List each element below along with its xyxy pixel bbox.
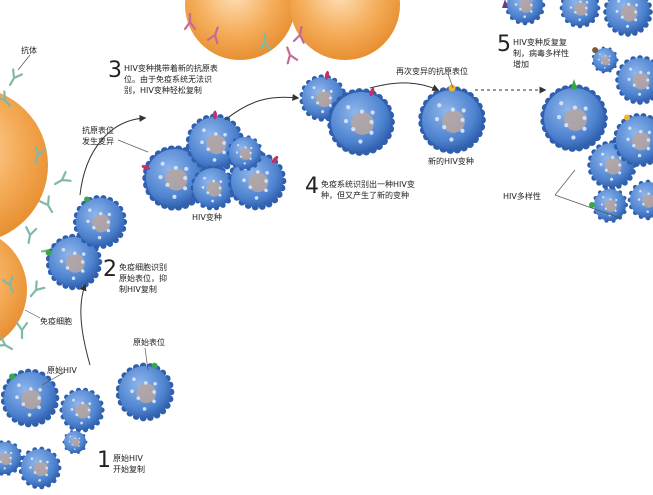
hiv-virus — [0, 440, 24, 476]
step-1: 1 原始HIV 开始复制 — [97, 450, 145, 475]
label-antibody: 抗体 — [21, 46, 37, 55]
step-3: 3 HIV变种携带着新的抗原表 位。由于免疫系统无法识 别，HIV变种轻松复制 — [108, 60, 218, 96]
antibody — [286, 46, 299, 65]
antibody — [29, 280, 46, 298]
antibody — [15, 321, 29, 340]
arrow-step3-to-4 — [224, 93, 300, 121]
step-5-number: 5 — [497, 32, 511, 57]
step-5-text: HIV变种反复复 制，病毒多样性 增加 — [513, 38, 569, 69]
antibody — [39, 195, 54, 214]
arrow-step1-to-2 — [79, 283, 91, 366]
label-immune-cell: 免疫细胞 — [40, 317, 72, 326]
process-arrows — [79, 82, 547, 366]
hiv-virus — [418, 84, 486, 154]
label-new-hiv-variant: 新的HIV变种 — [428, 157, 474, 166]
hiv-virus — [18, 446, 62, 490]
hiv-virus — [502, 0, 546, 26]
hiv-virus — [185, 110, 245, 173]
step-2-text: 免疫细胞识别 原始表位，抑 制HIV复制 — [119, 263, 167, 294]
label-original-hiv: 原始HIV — [47, 366, 77, 375]
label-epitope-mutation: 抗原表位 发生变异 — [82, 126, 114, 146]
label-mutated-epitope-again: 再次变异的抗原表位 — [396, 67, 468, 76]
antibody — [258, 32, 272, 51]
hiv-virus — [612, 113, 653, 167]
arrow-step4-to-new — [369, 82, 440, 91]
label-hiv-diversity: HIV多样性 — [503, 192, 541, 201]
step-4-number: 4 — [305, 174, 319, 199]
step-5: 5 HIV变种反复复 制，病毒多样性 增加 — [497, 34, 569, 70]
step-3-text: HIV变种携带着新的抗原表 位。由于免疫系统无法识 别，HIV变种轻松复制 — [124, 64, 218, 95]
hiv-virus — [603, 0, 653, 37]
pointer-lines — [17, 54, 621, 386]
antibody — [53, 171, 72, 186]
hiv-virus — [59, 387, 105, 433]
hiv-virus — [627, 179, 653, 221]
antibody — [25, 226, 38, 244]
arrow-step2-to-3 — [79, 114, 147, 196]
step-2-number: 2 — [103, 257, 117, 282]
hiv-virus — [540, 79, 608, 152]
hiv-virus — [62, 430, 88, 454]
label-original-epitope: 原始表位 — [133, 338, 165, 347]
step-2: 2 免疫细胞识别 原始表位，抑 制HIV复制 — [103, 259, 167, 295]
hiv-virus — [559, 0, 601, 29]
antibody — [1, 275, 14, 294]
hiv-virus — [72, 195, 128, 249]
label-hiv-variant: HIV变种 — [192, 213, 222, 222]
antibody — [183, 12, 197, 31]
antibody — [0, 90, 12, 108]
hiv-virus — [115, 362, 175, 422]
step-1-text: 原始HIV 开始复制 — [113, 454, 145, 474]
antibody — [206, 26, 219, 45]
hiv-virus — [589, 187, 629, 223]
hiv-virus — [0, 368, 60, 428]
immune-cell-left — [0, 93, 48, 342]
step-4: 4 免疫系统识别出一种HIV变 种，但又产生了新的变种 — [305, 176, 415, 201]
hiv-virus — [327, 87, 395, 156]
antibody — [8, 68, 23, 87]
step-3-number: 3 — [108, 58, 122, 83]
antibody — [0, 336, 14, 351]
hiv-virus — [591, 46, 619, 74]
hiv-virus — [615, 55, 653, 105]
antibody — [34, 145, 47, 164]
step-4-text: 免疫系统识别出一种HIV变 种，但又产生了新的变种 — [321, 180, 415, 200]
step-1-number: 1 — [97, 448, 111, 473]
hiv-virus — [226, 135, 264, 171]
antibody — [292, 26, 305, 44]
